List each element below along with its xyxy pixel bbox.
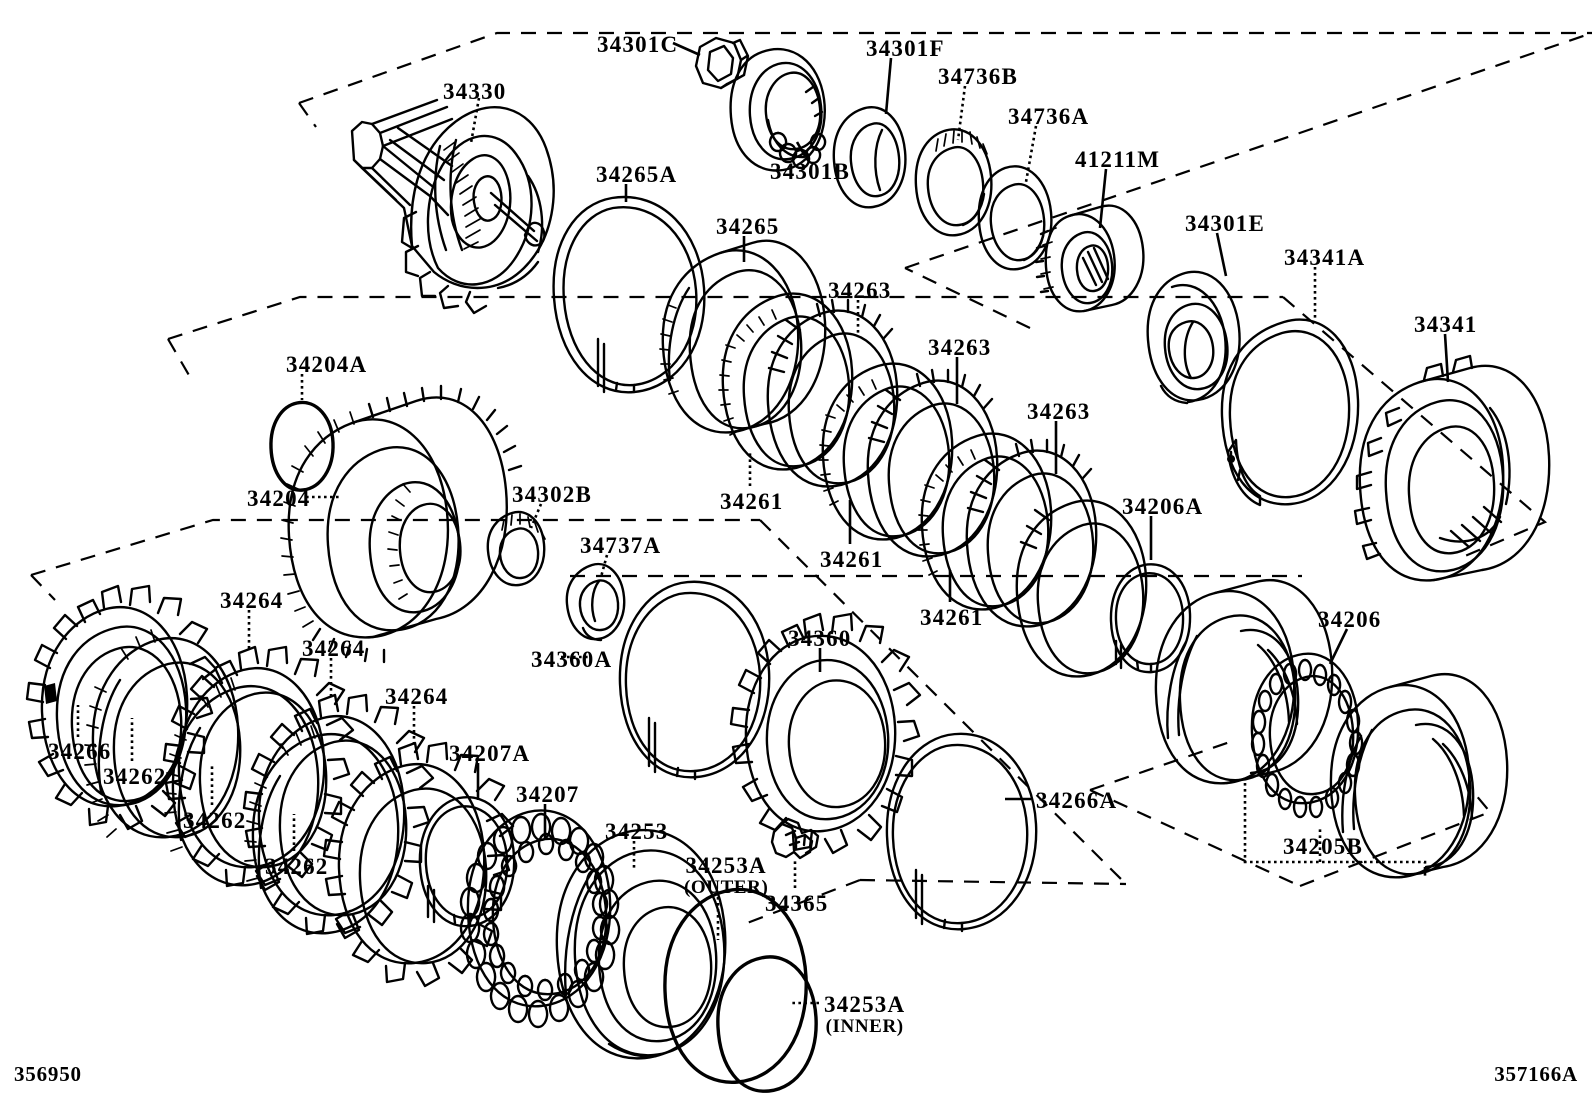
- label-34262-3: 34262: [265, 854, 329, 879]
- part-34263-plate: [965, 438, 1098, 628]
- label-34261-2: 34261: [820, 547, 884, 572]
- label-34365: 34365: [765, 891, 829, 916]
- part-34206A-snap-ring: [1109, 563, 1192, 674]
- bearing-race-left: [1154, 579, 1334, 785]
- label-34736A: 34736A: [1008, 104, 1090, 129]
- label-34360A: 34360A: [531, 647, 613, 672]
- label-34263-2: 34263: [928, 335, 992, 360]
- part-34253A-inner-o-ring: [716, 955, 818, 1093]
- part-34264-clutch-plate: [242, 693, 435, 940]
- label-34301B: 34301B: [770, 159, 851, 184]
- label-34204A: 34204A: [286, 352, 368, 377]
- label-34253A-outer-qualifier: (OUTER): [684, 877, 769, 899]
- footer-left-code: 356950: [14, 1062, 82, 1086]
- part-34263-plate-last: [1015, 499, 1148, 678]
- label-34253A-inner-code: 34253A: [824, 992, 906, 1017]
- part-34301F-bushing: [832, 106, 907, 209]
- label-34253: 34253: [605, 819, 669, 844]
- part-34265A-snap-ring: [552, 195, 706, 394]
- label-34301F: 34301F: [866, 36, 945, 61]
- part-34263-plate: [766, 298, 899, 488]
- label-34204: 34204: [247, 486, 311, 511]
- group-boundary-middle: [167, 295, 1548, 578]
- label-34301E: 34301E: [1185, 211, 1266, 236]
- group-boundary-top: [298, 31, 1592, 329]
- label-34207: 34207: [516, 782, 580, 807]
- part-34264-clutch-plate: [322, 741, 515, 988]
- part-34253-oil-seal: [555, 828, 727, 1060]
- label-34262-2: 34262: [183, 808, 247, 833]
- part-34341A-snap-ring: [1220, 318, 1360, 507]
- group-boundary-right: [1089, 740, 1492, 888]
- label-34261-1: 34261: [720, 489, 784, 514]
- part-34253A-outer-o-ring: [663, 887, 808, 1084]
- label-34736B: 34736B: [938, 64, 1019, 89]
- footer-right-code: 357166A: [1494, 1062, 1578, 1086]
- label-34263-3: 34263: [1027, 399, 1091, 424]
- label-34205B: 34205B: [1283, 834, 1364, 859]
- bearing-race-right: [1329, 673, 1509, 879]
- label-34737A: 34737A: [580, 533, 662, 558]
- label-34263-1: 34263: [828, 278, 892, 303]
- part-34360A-snap-ring: [618, 580, 771, 781]
- label-34301C: 34301C: [597, 32, 679, 57]
- label-34266: 34266: [48, 739, 112, 764]
- part-34207-roller-bearing: [459, 809, 621, 1029]
- label-34262-1: 34262: [103, 764, 167, 789]
- label-34302B: 34302B: [512, 482, 593, 507]
- label-34341A: 34341A: [1284, 245, 1366, 270]
- label-34207A: 34207A: [449, 741, 531, 766]
- label-34206: 34206: [1318, 607, 1382, 632]
- part-34737A-thrust-washer: [565, 562, 626, 642]
- part-34205B-bearing-assembly: [1154, 579, 1509, 879]
- label-34253A-outer: 34253A (OUTER): [684, 853, 769, 899]
- part-34266A-snap-ring: [885, 732, 1038, 933]
- part-34365-clip: [770, 817, 820, 860]
- label-34264-1: 34264: [220, 588, 284, 613]
- leader-lines: [76, 41, 1450, 1005]
- group-boundary-bottom: [30, 518, 1127, 927]
- label-34264-2: 34264: [302, 636, 366, 661]
- label-34265A: 34265A: [596, 162, 678, 187]
- label-34253A-inner-qualifier: (INNER): [825, 1016, 904, 1038]
- part-34301E-seal: [1146, 270, 1241, 405]
- part-41211M-pinion: [1034, 204, 1145, 313]
- part-34265-backing-plate: [659, 239, 827, 434]
- label-34341: 34341: [1414, 312, 1478, 337]
- clutch-pack-stack: [718, 292, 1148, 678]
- part-34301B-bearing: [729, 47, 827, 172]
- part-34206-roller-bearing: [1250, 652, 1364, 819]
- label-41211M: 41211M: [1075, 147, 1161, 172]
- part-34736B-thrust-washer: [914, 128, 993, 237]
- label-34360: 34360: [788, 626, 852, 651]
- label-34261-3: 34261: [920, 605, 984, 630]
- part-34302B-thrust-bearing: [486, 510, 546, 587]
- label-34253A-inner: 34253A (INNER): [824, 992, 906, 1038]
- label-34330: 34330: [443, 79, 507, 104]
- part-34204A-o-ring: [269, 400, 335, 492]
- part-34264-clutch-plate: [162, 645, 355, 892]
- label-34206A: 34206A: [1122, 494, 1204, 519]
- bottom-clutch-stack: [84, 629, 515, 988]
- part-34330-input-shaft: [350, 98, 555, 315]
- part-34261-disc: [818, 362, 954, 541]
- label-34264-3: 34264: [385, 684, 449, 709]
- label-34265: 34265: [716, 214, 780, 239]
- part-34736A-thrust-washer: [977, 165, 1053, 271]
- label-34253A-outer-code: 34253A: [685, 853, 767, 878]
- label-34266A: 34266A: [1036, 788, 1118, 813]
- part-34204-sun-gear: [280, 384, 523, 664]
- part-34301C-lock-nut: [694, 36, 750, 90]
- part-34341-ring-gear: [1353, 354, 1551, 582]
